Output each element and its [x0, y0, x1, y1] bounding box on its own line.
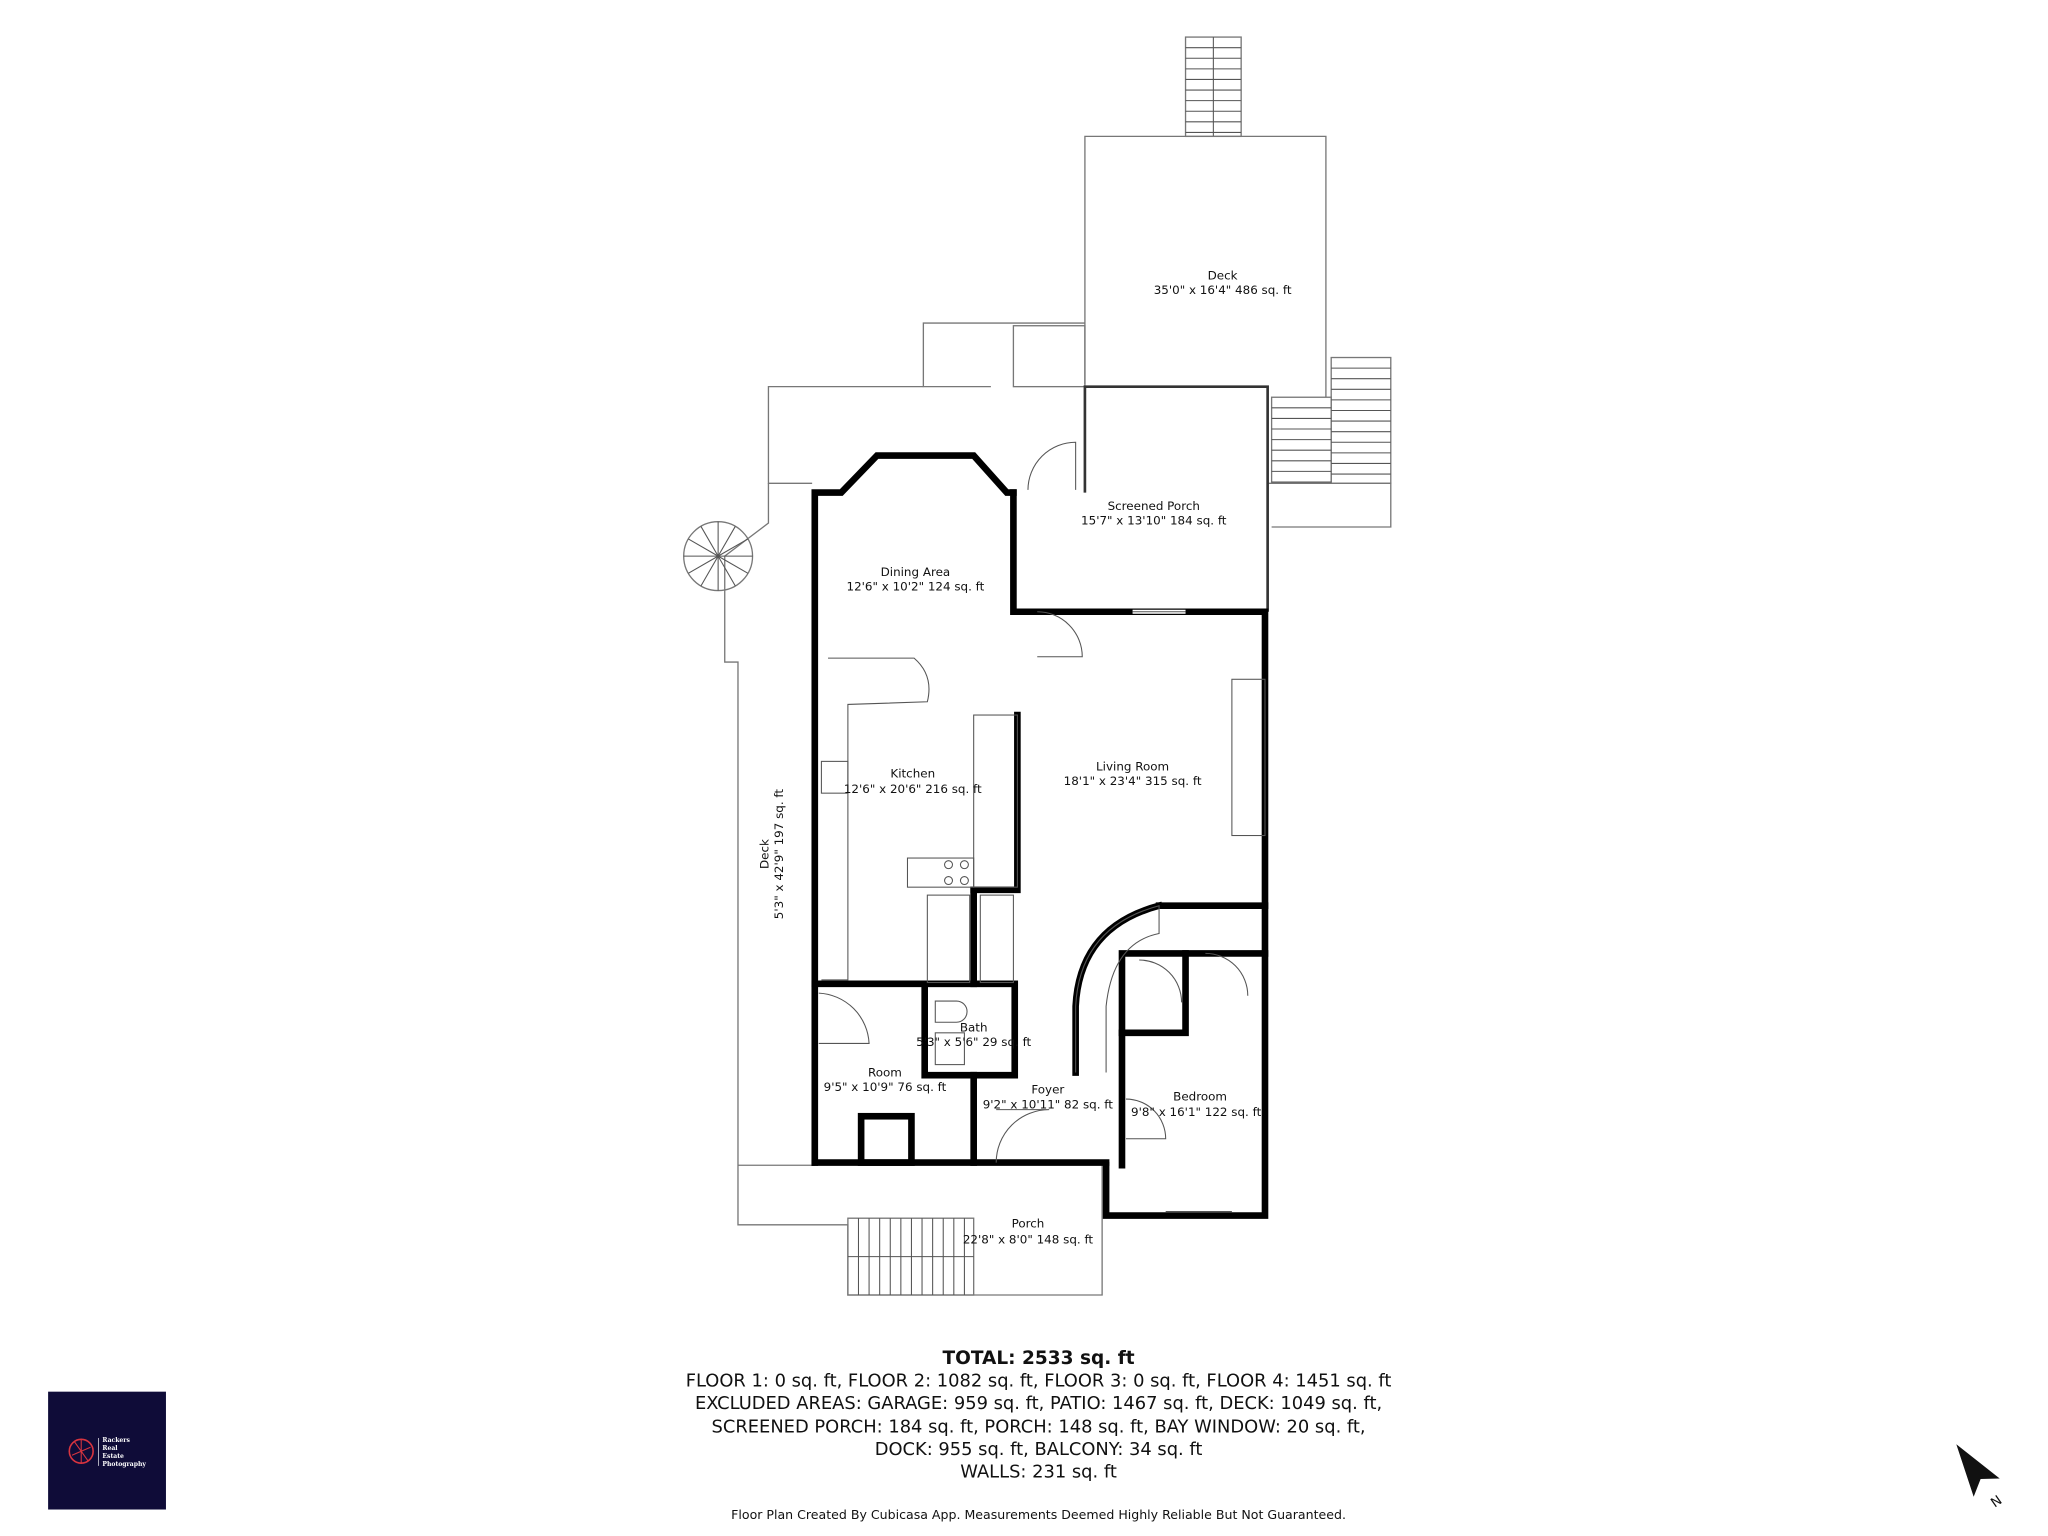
- screened-porch-walls: [1083, 385, 1269, 612]
- room-name: Room: [868, 1066, 902, 1080]
- stair-tread: [717, 538, 749, 557]
- svg-text:Estate: Estate: [102, 1453, 124, 1460]
- deck-side-size: 5'3" x 42'9" 197 sq. ft: [772, 789, 786, 920]
- bedroom-size: 9'8" x 16'1" 122 sq. ft: [1131, 1105, 1262, 1119]
- room-size: 9'5" x 10'9" 76 sq. ft: [824, 1080, 947, 1094]
- north-arrow-icon: N: [1956, 1444, 2005, 1511]
- right-stairs-lower: [1270, 396, 1332, 484]
- upper-deck-outline: [1084, 135, 1327, 398]
- right-stairs: [1330, 356, 1392, 484]
- svg-text:Photography: Photography: [102, 1461, 146, 1468]
- north-label: N: [1988, 1493, 2005, 1511]
- deck-top-size: 35'0" x 16'4" 486 sq. ft: [1154, 283, 1292, 297]
- svg-text:Real: Real: [102, 1445, 118, 1452]
- stair-tread: [688, 555, 719, 574]
- summary-line-4: DOCK: 955 sq. ft, BALCONY: 34 sq. ft: [875, 1439, 1203, 1460]
- area-summary: TOTAL: 2533 sq. ft FLOOR 1: 0 sq. ft, FL…: [686, 1348, 1392, 1522]
- dining-area-name: Dining Area: [881, 565, 951, 579]
- living-room-name: Living Room: [1096, 760, 1169, 774]
- disclaimer: Floor Plan Created By Cubicasa App. Meas…: [731, 1507, 1346, 1522]
- foyer-name: Foyer: [1031, 1083, 1064, 1097]
- summary-line-3: SCREENED PORCH: 184 sq. ft, PORCH: 148 s…: [712, 1417, 1366, 1438]
- porch-name: Porch: [1012, 1216, 1045, 1230]
- stair-tread: [700, 555, 719, 587]
- porch-size: 22'8" x 8'0" 148 sq. ft: [963, 1232, 1094, 1246]
- summary-line-1: FLOOR 1: 0 sq. ft, FLOOR 2: 1082 sq. ft,…: [686, 1370, 1392, 1391]
- stair-tread: [700, 526, 719, 557]
- deck-side-name: Deck: [757, 839, 771, 869]
- total-area: TOTAL: 2533 sq. ft: [942, 1348, 1134, 1369]
- stair-tread: [717, 526, 736, 557]
- stair-tread: [717, 555, 749, 574]
- summary-line-2: EXCLUDED AREAS: GARAGE: 959 sq. ft, PATI…: [695, 1393, 1382, 1414]
- left-deck-top: [767, 385, 924, 484]
- kitchen-name: Kitchen: [890, 766, 935, 780]
- bath-name: Bath: [960, 1021, 988, 1035]
- deck-stairs-left: [1012, 325, 1086, 388]
- kitchen-size: 12'6" x 20'6" 216 sq. ft: [844, 782, 982, 796]
- svg-text:Rackers: Rackers: [102, 1437, 130, 1444]
- fixtures: [818, 441, 1266, 1213]
- summary-line-5: WALLS: 231 sq. ft: [960, 1462, 1117, 1483]
- screened-porch-size: 15'7" x 13'10" 184 sq. ft: [1081, 513, 1227, 527]
- deck-top-name: Deck: [1208, 268, 1238, 282]
- stair-tread: [688, 538, 719, 557]
- screened-porch-name: Screened Porch: [1108, 499, 1200, 513]
- right-landing: [1267, 482, 1392, 528]
- foyer-size: 9'2" x 10'11" 82 sq. ft: [983, 1097, 1114, 1111]
- bedroom-name: Bedroom: [1173, 1089, 1227, 1103]
- upper-deck-step: [922, 322, 1085, 388]
- interior-walls: [811, 452, 1269, 1219]
- deck-outlines: [683, 36, 1392, 1296]
- living-room-size: 18'1" x 23'4" 315 sq. ft: [1064, 774, 1202, 788]
- stair-tread: [717, 555, 736, 587]
- company-logo: Rackers Real Estate Photography: [48, 1391, 166, 1510]
- bath-size: 5'3" x 5'6" 29 sq. ft: [916, 1035, 1031, 1049]
- dining-area-size: 12'6" x 10'2" 124 sq. ft: [846, 580, 984, 594]
- room-labels: Deck 35'0" x 16'4" 486 sq. ft Screened P…: [757, 268, 1291, 1246]
